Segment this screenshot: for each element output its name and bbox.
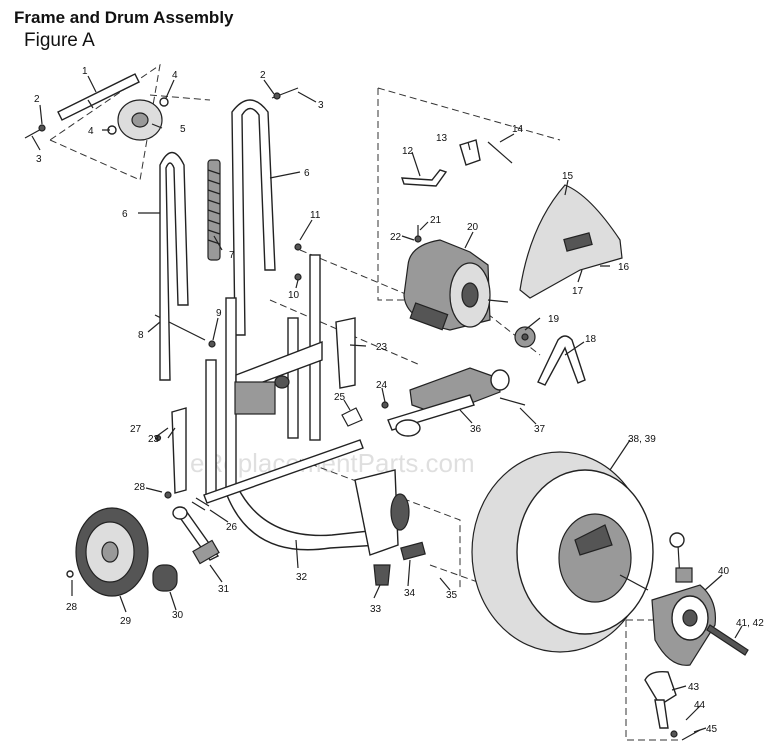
callout-27: 27 <box>130 424 142 435</box>
callout-35: 35 <box>446 590 458 601</box>
callout-28: 28 <box>66 602 78 613</box>
callout-44: 44 <box>694 700 706 711</box>
part-1-axle-rod <box>57 73 140 121</box>
callout-30: 30 <box>172 610 184 621</box>
callout-3: 3 <box>36 154 42 165</box>
diagram-title: Frame and Drum Assembly <box>14 8 234 27</box>
callout-43: 43 <box>688 682 700 693</box>
callout-15: 15 <box>562 171 574 182</box>
callout-1: 1 <box>82 66 88 77</box>
part-29-wheel <box>75 507 149 597</box>
callout-leaders <box>31 75 743 733</box>
callout-18: 18 <box>585 334 597 345</box>
part-19-motor-pulley <box>514 326 536 348</box>
callout-7: 7 <box>229 250 235 261</box>
part-36-motor-mount <box>387 367 510 437</box>
part-7-spring <box>207 159 221 261</box>
callout-21: 21 <box>430 215 442 226</box>
callout-2: 2 <box>34 94 40 105</box>
part-20-motor <box>403 239 509 331</box>
callout-6: 6 <box>122 209 128 220</box>
part-6-handles <box>159 99 276 381</box>
part-31-crank-pedal <box>172 506 220 565</box>
callout-34: 34 <box>404 588 416 599</box>
callout-19: 19 <box>548 314 560 325</box>
part-18-belt <box>537 335 586 386</box>
parts-12-14-motor-bracket <box>401 139 481 187</box>
callout-32: 32 <box>296 572 308 583</box>
callout-16: 16 <box>618 262 630 273</box>
part-41-42-bolts <box>706 624 749 656</box>
figure-label: Figure A <box>24 30 95 51</box>
callout-6: 6 <box>304 168 310 179</box>
callout-10: 10 <box>288 290 300 301</box>
callout-23: 23 <box>376 342 388 353</box>
callout-5: 5 <box>180 124 186 135</box>
part-30-cap <box>152 564 178 592</box>
callout-4: 4 <box>172 70 178 81</box>
callout-45: 45 <box>706 724 718 735</box>
callout-38-39: 38, 39 <box>628 434 656 445</box>
part-38-39-drum <box>471 451 654 653</box>
callout-25: 25 <box>334 392 346 403</box>
callout-14: 14 <box>512 124 524 135</box>
part-5-pulley-wheel <box>117 99 163 141</box>
part-26-clip <box>191 497 210 511</box>
callout-11: 11 <box>310 210 321 221</box>
callout-26: 26 <box>226 522 238 533</box>
callout-4: 4 <box>88 126 94 137</box>
part-34-plate <box>400 541 426 561</box>
callout-22: 22 <box>390 232 402 243</box>
callout-41-42: 41, 42 <box>736 618 764 629</box>
part-25-latch <box>341 407 363 427</box>
callout-numbers: 1 2 2 3 3 4 4 5 6 6 7 8 9 10 11 12 13 14… <box>34 66 764 735</box>
callout-36: 36 <box>470 424 482 435</box>
part-33-leveler <box>373 564 391 586</box>
callout-13: 13 <box>436 133 448 144</box>
callout-3: 3 <box>318 100 324 111</box>
callout-24: 24 <box>376 380 388 391</box>
callout-31: 31 <box>218 584 230 595</box>
part-40-drive-hub <box>651 532 717 666</box>
part-15-motor-cover <box>519 184 623 299</box>
callout-37: 37 <box>534 424 546 435</box>
callout-29: 29 <box>120 616 132 627</box>
callout-12: 12 <box>402 146 414 157</box>
hardware-screws-washers <box>24 87 526 578</box>
callout-9: 9 <box>216 308 222 319</box>
part-43-clamp <box>644 670 677 729</box>
callout-28: 28 <box>134 482 146 493</box>
callout-17: 17 <box>572 286 584 297</box>
part-32-frame <box>203 254 381 551</box>
callout-23: 23 <box>148 434 160 445</box>
callout-20: 20 <box>467 222 479 233</box>
parts-44-45-hardware <box>670 729 701 741</box>
part-23-brackets <box>171 317 356 494</box>
callout-8: 8 <box>138 330 144 341</box>
callout-2: 2 <box>260 70 266 81</box>
part-32-foot-plate <box>354 469 410 556</box>
callout-33: 33 <box>370 604 382 615</box>
callout-40: 40 <box>718 566 730 577</box>
